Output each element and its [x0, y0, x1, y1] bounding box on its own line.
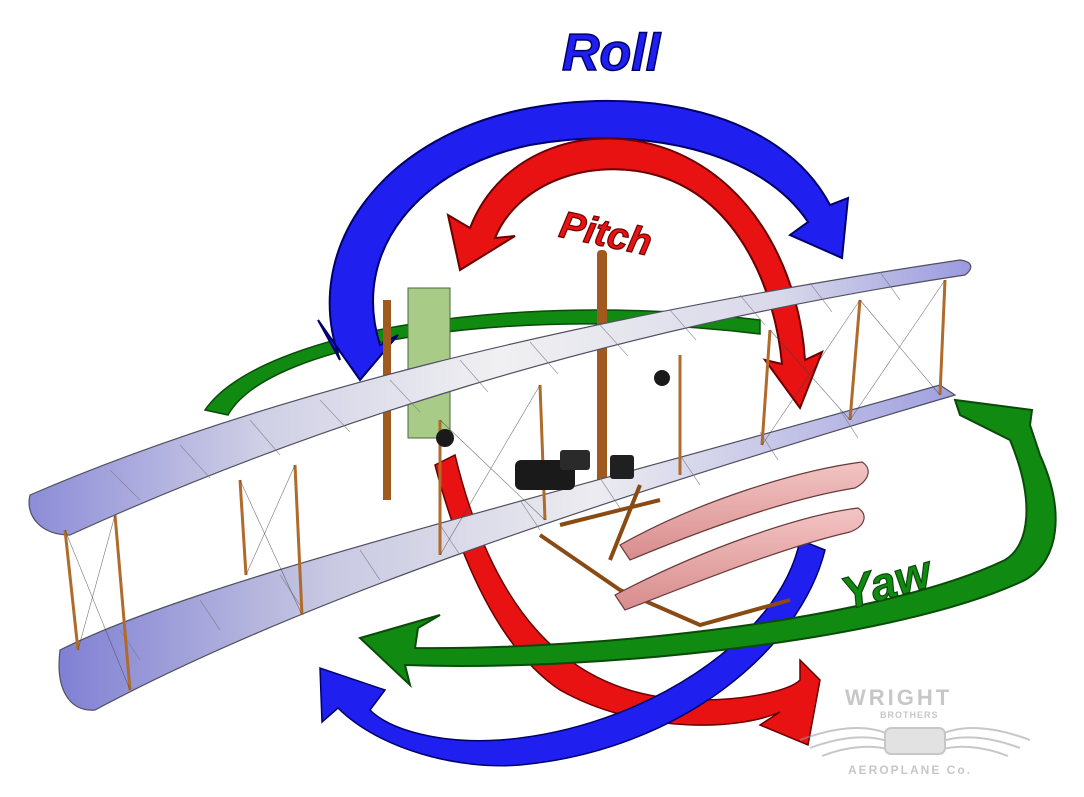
roll-arrow — [317, 99, 850, 382]
rear-post-center — [597, 250, 607, 490]
logo-line2: BROTHERS — [880, 710, 939, 720]
lower-wing — [58, 384, 957, 711]
wing-struts — [63, 279, 947, 691]
elevator-lower — [614, 507, 865, 611]
elevator-frame — [538, 484, 791, 628]
wright-flyer-aircraft — [28, 250, 972, 711]
wings-emblem-icon — [799, 727, 1031, 757]
elevator-upper — [619, 461, 869, 561]
roll-arrow-lower — [319, 538, 826, 767]
yaw-arrow — [358, 398, 1057, 689]
pitch-arrow — [446, 137, 824, 411]
upper-wing — [28, 259, 972, 536]
engine — [436, 370, 670, 490]
bracing-wires — [64, 279, 946, 691]
wright-brothers-logo: WRIGHT BROTHERS AEROPLANE Co. — [799, 685, 1031, 777]
logo-line3: AEROPLANE Co. — [848, 763, 972, 777]
roll-label: Roll — [562, 24, 662, 82]
logo-line1: WRIGHT — [845, 685, 952, 710]
wing-ribs — [109, 271, 901, 661]
